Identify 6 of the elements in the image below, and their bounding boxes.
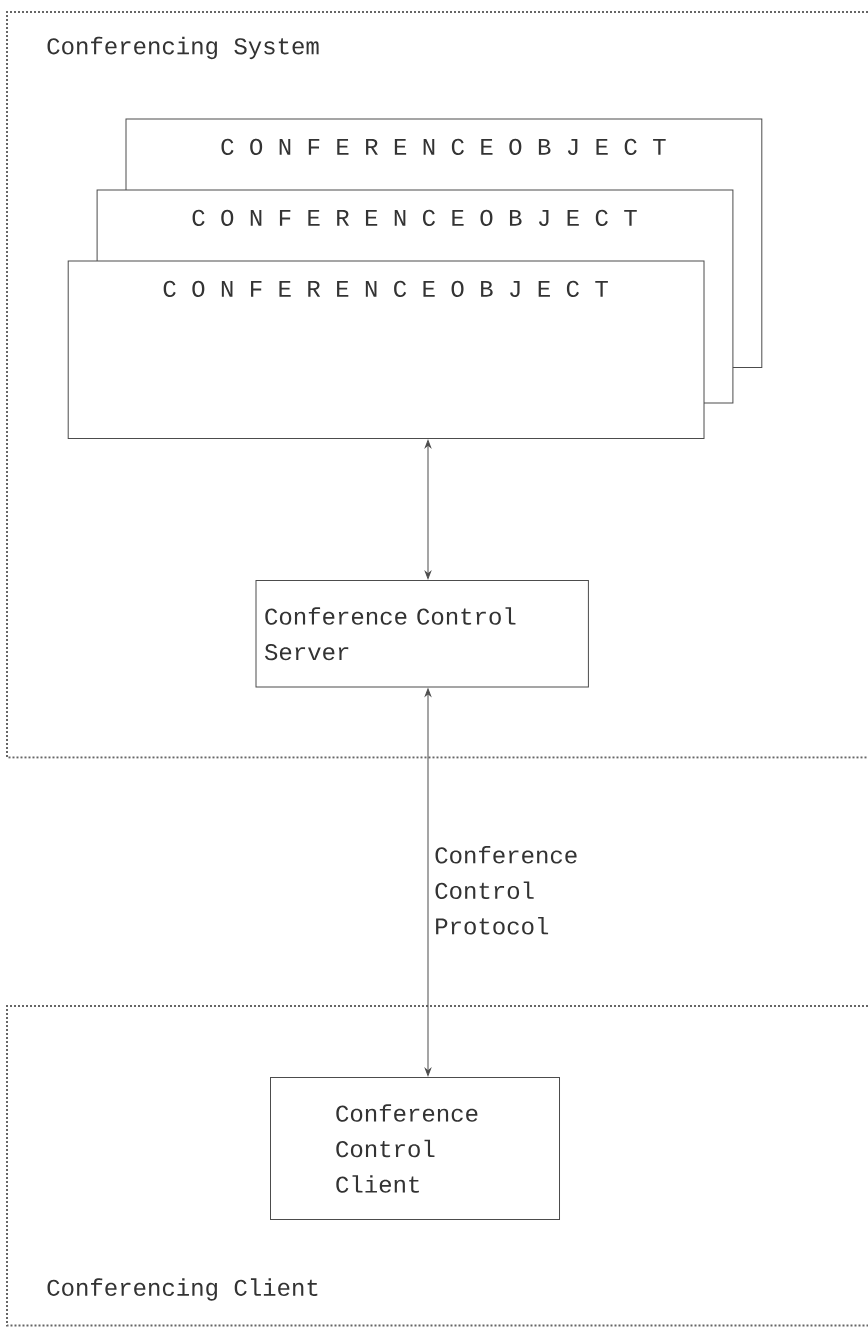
process-box: Conference Control Client bbox=[270, 1077, 560, 1220]
double-arrow bbox=[424, 688, 432, 1077]
edge-label: Conference Control Protocol bbox=[435, 845, 577, 935]
double-arrow bbox=[424, 439, 432, 580]
process-box: Conference Control Server bbox=[255, 580, 589, 688]
object-box: C O N F E R E N C E O B J E C T bbox=[67, 260, 705, 439]
